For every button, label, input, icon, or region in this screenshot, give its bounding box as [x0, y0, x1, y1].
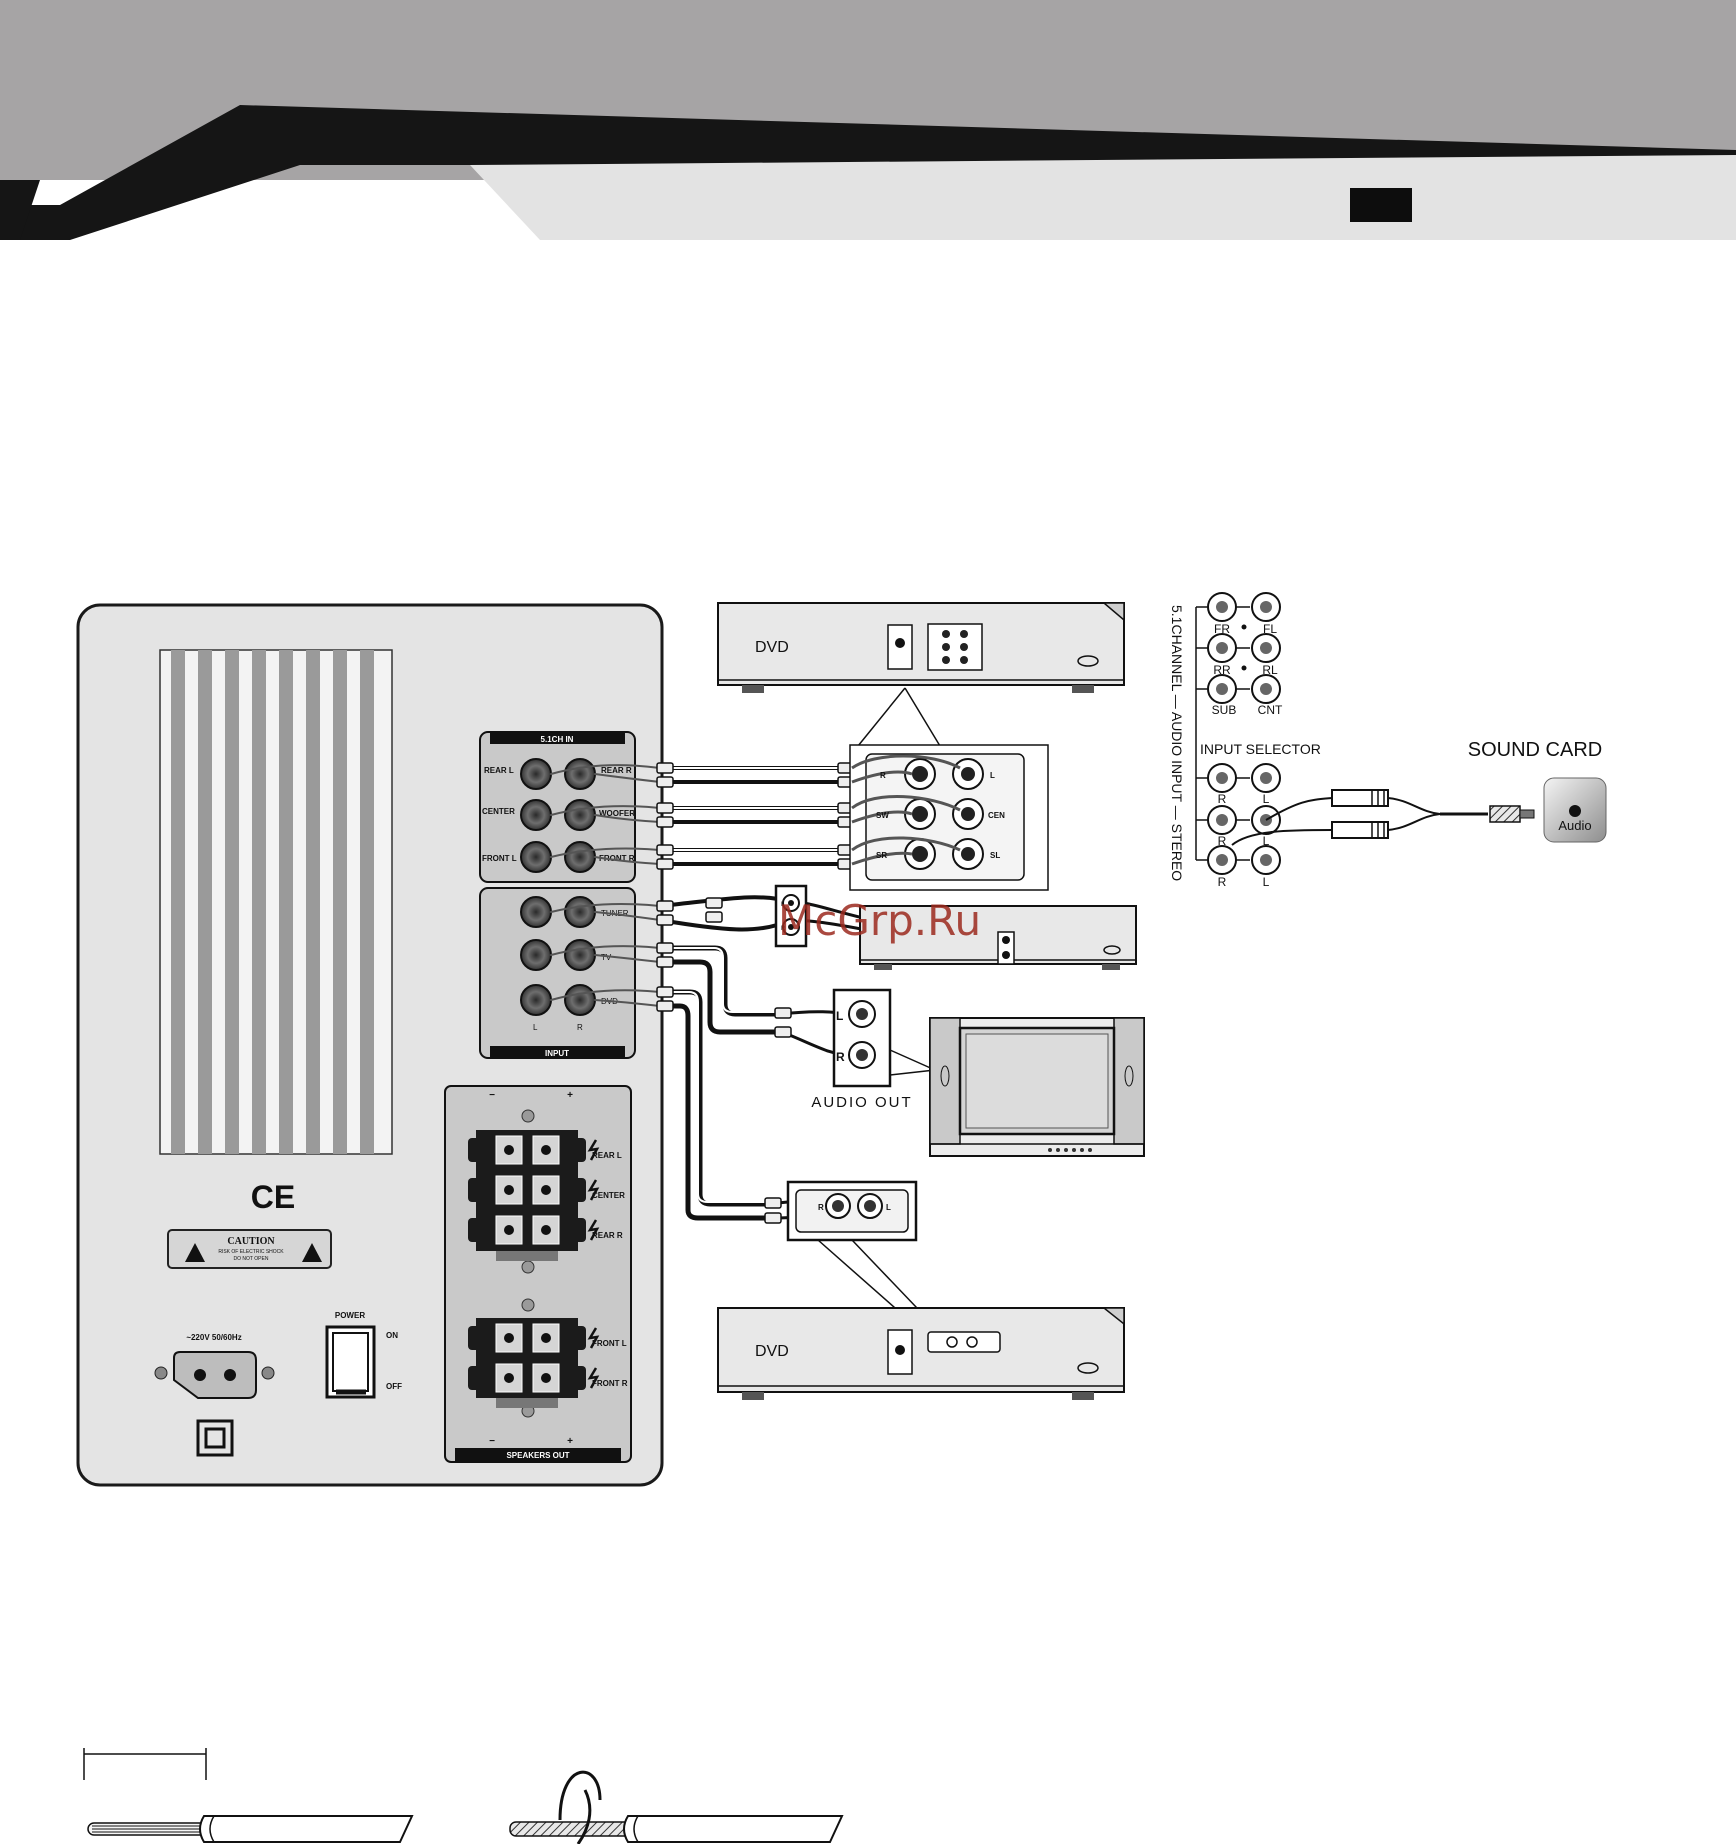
svg-text:FRONT R: FRONT R [599, 854, 635, 863]
svg-text:REAR R: REAR R [592, 1231, 623, 1240]
caution-label: CAUTION RISK OF ELECTRIC SHOCK DO NOT OP… [167, 1229, 332, 1269]
svg-text:L: L [1263, 834, 1270, 848]
ac-inlet: ~220V 50/60Hz [154, 1333, 275, 1399]
audio-out-label: AUDIO OUT [811, 1094, 912, 1111]
ce-mark: CE [251, 1179, 295, 1215]
warning-triangle-icon [185, 1243, 205, 1262]
svg-text:~220V 50/60Hz: ~220V 50/60Hz [186, 1333, 241, 1342]
jack-tv-r[interactable] [564, 939, 596, 971]
svg-text:R: R [1218, 875, 1227, 889]
jack-woofer[interactable] [564, 799, 596, 831]
svg-text:RR: RR [1213, 663, 1231, 677]
jack-rear-r[interactable] [564, 758, 596, 790]
jack-rear-l[interactable] [520, 758, 552, 790]
power-switch[interactable]: POWER ON OFF [325, 1311, 402, 1399]
jack-tuner-l[interactable] [520, 896, 552, 928]
double-insulation-symbol [196, 1419, 234, 1457]
ch51-title: 5.1CH IN [541, 735, 574, 744]
svg-text:WOOFER: WOOFER [599, 809, 635, 818]
svg-text:R: R [818, 1203, 824, 1212]
svg-text:FRONT L: FRONT L [592, 1339, 627, 1348]
svg-text:Audio: Audio [1558, 818, 1591, 833]
audio-jack-icon [1569, 805, 1581, 817]
sound-card-title: SOUND CARD [1468, 739, 1602, 761]
channel-vertical-label: 5.1CHANNEL — AUDIO INPUT — STEREO [1169, 605, 1185, 881]
tv-set: L R AUDIO OUT [811, 988, 1145, 1157]
svg-text:CENTER: CENTER [592, 1191, 625, 1200]
svg-text:R: R [880, 771, 886, 780]
svg-text:+: + [567, 1436, 573, 1447]
watermark: McGrp.Ru [778, 896, 981, 945]
page-badge [1350, 188, 1412, 222]
jack-center[interactable] [520, 799, 552, 831]
svg-text:R: R [836, 1050, 845, 1064]
svg-text:POWER: POWER [335, 1311, 365, 1320]
svg-text:RL: RL [1262, 663, 1278, 677]
svg-text:R: R [1218, 792, 1227, 806]
svg-text:L: L [1263, 875, 1270, 889]
page-header [0, 0, 1736, 240]
svg-text:CENTER: CENTER [482, 807, 515, 816]
svg-text:CEN: CEN [988, 811, 1005, 820]
jack-front-l[interactable] [520, 841, 552, 873]
svg-text:REAR L: REAR L [592, 1151, 622, 1160]
svg-text:SUB: SUB [1212, 703, 1237, 717]
svg-text:CNT: CNT [1258, 703, 1283, 717]
sound-card-panel: 5.1CHANNEL — AUDIO INPUT — STEREO [1169, 592, 1607, 889]
svg-text:SW: SW [876, 811, 889, 820]
svg-text:+: + [567, 1090, 573, 1101]
svg-text:FRONT L: FRONT L [482, 854, 517, 863]
svg-text:−: − [489, 1436, 495, 1447]
jack-dvd-l[interactable] [520, 984, 552, 1016]
svg-text:R: R [781, 926, 786, 932]
dvd-player-top: DVD [717, 602, 1125, 891]
svg-text:TV: TV [601, 953, 612, 962]
lightning-icon [587, 1139, 600, 1389]
svg-text:L: L [1263, 792, 1270, 806]
svg-text:L: L [533, 1023, 538, 1032]
svg-text:R: R [577, 1023, 583, 1032]
dvd-top-label: DVD [755, 639, 789, 656]
svg-text:−: − [489, 1090, 495, 1101]
dvd-player-bottom: R L DVD [717, 1180, 1125, 1400]
svg-text:REAR R: REAR R [601, 766, 632, 775]
svg-text:L: L [781, 902, 785, 908]
input-selector-label: INPUT SELECTOR [1200, 741, 1321, 757]
tuner-unit: L R [774, 884, 1137, 970]
warning-triangle-icon [302, 1243, 322, 1262]
svg-text:CAUTION: CAUTION [227, 1236, 275, 1247]
jack-tv-l[interactable] [520, 939, 552, 971]
twist-arrow-icon [558, 1770, 602, 1821]
svg-text:OFF: OFF [386, 1382, 402, 1391]
svg-text:L: L [836, 1009, 843, 1023]
svg-text:REAR L: REAR L [484, 766, 514, 775]
input-title: INPUT [545, 1049, 569, 1058]
heat-sink [159, 649, 393, 1155]
jack-tuner-r[interactable] [564, 896, 596, 928]
jack-dvd-r[interactable] [564, 984, 596, 1016]
dvd-bottom-label: DVD [755, 1343, 789, 1360]
jack-front-r[interactable] [564, 841, 596, 873]
svg-text:SL: SL [990, 851, 1000, 860]
svg-text:L: L [886, 1203, 891, 1212]
svg-text:FR: FR [1214, 622, 1230, 636]
svg-text:FRONT R: FRONT R [592, 1379, 628, 1388]
svg-text:FL: FL [1263, 622, 1277, 636]
svg-text:ON: ON [386, 1331, 398, 1340]
wire-twisted [509, 1770, 844, 1844]
svg-text:DO NOT OPEN: DO NOT OPEN [234, 1256, 269, 1262]
subwoofer-rear-panel: 5.1CH IN REAR L REAR R CENTER WOOFER FRO… [76, 603, 664, 1487]
svg-text:SPEAKERS OUT: SPEAKERS OUT [506, 1451, 569, 1460]
svg-text:L: L [990, 771, 995, 780]
wire-stripped [83, 1748, 414, 1843]
svg-text:RISK OF ELECTRIC SHOCK: RISK OF ELECTRIC SHOCK [218, 1249, 284, 1255]
svg-text:R: R [1218, 834, 1227, 848]
svg-text:SR: SR [876, 851, 887, 860]
speakers-out-block: SPEAKERS OUT − + − + [444, 1085, 632, 1463]
